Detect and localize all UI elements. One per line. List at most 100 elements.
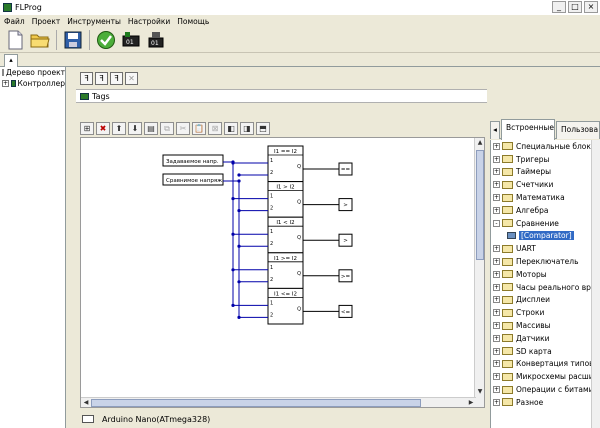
insert-board-button[interactable]: ꟻ (95, 72, 108, 85)
board-props-button[interactable]: ▤ (144, 122, 158, 135)
edit-board-button[interactable]: ꟻ (110, 72, 123, 85)
expand-icon[interactable]: + (493, 142, 500, 150)
paste-button[interactable]: 📋 (192, 122, 206, 135)
tags-row[interactable]: Tags (76, 89, 487, 103)
library-category-item[interactable]: +Разное (491, 396, 600, 409)
library-category-item[interactable]: +Тригеры (491, 153, 600, 166)
menu-project[interactable]: Проект (31, 16, 61, 26)
library-category-item[interactable]: +Моторы (491, 268, 600, 281)
verify-button[interactable] (95, 29, 117, 51)
project-tab[interactable]: ▴ (4, 54, 18, 67)
output-tag-box[interactable] (338, 162, 353, 176)
input-tag-box[interactable] (162, 154, 224, 167)
menu-settings[interactable]: Настройки (127, 16, 171, 26)
expand-icon[interactable]: + (493, 206, 500, 214)
library-category-item[interactable]: +Конвертация типов (491, 358, 600, 371)
expand-icon[interactable]: + (493, 347, 500, 355)
delete-block-button[interactable]: ✖ (96, 122, 110, 135)
expand-icon[interactable]: + (493, 386, 500, 394)
scroll-right-icon[interactable]: ▶ (468, 399, 474, 406)
expand-icon[interactable]: + (493, 322, 500, 330)
tab-scroll-left[interactable]: ◂ (490, 121, 500, 139)
library-category-item[interactable]: +Математика (491, 191, 600, 204)
output-tag-box[interactable] (338, 269, 353, 283)
open-folder-button[interactable] (29, 29, 51, 51)
comparator-block[interactable] (267, 216, 304, 254)
add-board-button[interactable]: ꟻ (80, 72, 93, 85)
tree-item-project[interactable]: Дерево проекта (0, 67, 65, 78)
library-category-item[interactable]: +Датчики (491, 332, 600, 345)
library-category-item[interactable]: +UART (491, 242, 600, 255)
tree-item-controller[interactable]: + Контроллер (0, 78, 65, 89)
menu-file[interactable]: Файл (4, 16, 25, 26)
output-tag-box[interactable] (338, 304, 353, 318)
expand-icon[interactable]: + (493, 194, 500, 202)
tab-builtin[interactable]: Встроенные (501, 119, 555, 140)
comparator-block[interactable] (267, 287, 304, 325)
library-block-item[interactable]: [Comparator] (491, 230, 600, 243)
canvas-hscroll[interactable]: ◀ ▶ (81, 397, 476, 407)
input-tag-box[interactable] (162, 173, 224, 186)
library-category-item[interactable]: +Счетчики (491, 178, 600, 191)
expand-icon[interactable]: + (493, 270, 500, 278)
library-category-item[interactable]: +Массивы (491, 319, 600, 332)
scroll-up-icon[interactable]: ▲ (477, 139, 483, 146)
move-down-button[interactable]: ⬇ (128, 122, 142, 135)
scroll-left-icon[interactable]: ◀ (83, 399, 89, 406)
expand-icon[interactable]: + (493, 360, 500, 368)
library-category-item[interactable]: +Таймеры (491, 166, 600, 179)
canvas-vscroll[interactable]: ▲ ▼ (474, 138, 484, 407)
expand-icon[interactable]: + (493, 258, 500, 266)
cut-button[interactable]: ✂ (176, 122, 190, 135)
library-category-item[interactable]: +Дисплеи (491, 294, 600, 307)
library-category-item[interactable]: +Переключатель (491, 255, 600, 268)
new-board-button[interactable]: ⊞ (80, 122, 94, 135)
move-up-button[interactable]: ⬆ (112, 122, 126, 135)
library-category-item[interactable]: -Сравнение (491, 217, 600, 230)
collapse-icon[interactable]: - (493, 219, 500, 227)
library-category-item[interactable]: +Операции с битами (491, 383, 600, 396)
expand-icon[interactable]: + (493, 168, 500, 176)
library-category-item[interactable]: +SD карта (491, 345, 600, 358)
diagram-canvas[interactable]: Задаваемое напр.Сравнимое напряж.I1 == I… (80, 137, 485, 408)
library-vscroll[interactable] (591, 140, 600, 428)
comparator-block[interactable] (267, 252, 304, 289)
library-category-item[interactable]: +Алгебра (491, 204, 600, 217)
library-category-item[interactable]: +Специальные блоки (491, 140, 600, 153)
expand-icon[interactable]: + (493, 398, 500, 406)
align-left-button[interactable]: ◧ (224, 122, 238, 135)
library-category-item[interactable]: +Часы реального времени (491, 281, 600, 294)
new-file-button[interactable] (4, 29, 26, 51)
menu-tools[interactable]: Инструменты (67, 16, 121, 26)
menu-help[interactable]: Помощь (177, 16, 210, 26)
expand-icon[interactable]: + (493, 296, 500, 304)
maximize-icon[interactable]: □ (568, 1, 582, 13)
compile-button[interactable]: 01 (120, 29, 142, 51)
diagram-svg[interactable]: Задаваемое напр.Сравнимое напряж.I1 == I… (81, 138, 476, 399)
upload-button[interactable]: 01 (145, 29, 167, 51)
clear-button[interactable]: ⊠ (208, 122, 222, 135)
expand-icon[interactable]: + (493, 245, 500, 253)
expand-icon[interactable]: + (493, 181, 500, 189)
expand-icon[interactable]: + (493, 283, 500, 291)
close-icon[interactable]: × (584, 1, 598, 13)
library-category-item[interactable]: +Строки (491, 306, 600, 319)
copy-button[interactable]: ⧉ (160, 122, 174, 135)
scroll-thumb[interactable] (91, 399, 421, 407)
comparator-block[interactable] (267, 145, 304, 183)
scroll-thumb[interactable] (476, 150, 484, 260)
output-tag-box[interactable] (338, 198, 353, 212)
expand-icon[interactable]: + (2, 80, 9, 87)
minimize-icon[interactable]: _ (552, 1, 566, 13)
output-tag-box[interactable] (338, 233, 353, 247)
save-button[interactable] (62, 29, 84, 51)
expand-icon[interactable]: + (493, 334, 500, 342)
align-top-button[interactable]: ⬒ (256, 122, 270, 135)
delete-board-button[interactable]: ✕ (125, 72, 138, 85)
scroll-down-icon[interactable]: ▼ (477, 388, 483, 395)
expand-icon[interactable]: + (493, 309, 500, 317)
expand-icon[interactable]: + (493, 155, 500, 163)
tab-user[interactable]: Пользова (556, 121, 600, 139)
expand-icon[interactable]: + (493, 373, 500, 381)
library-category-item[interactable]: +Микросхемы расширения (491, 370, 600, 383)
